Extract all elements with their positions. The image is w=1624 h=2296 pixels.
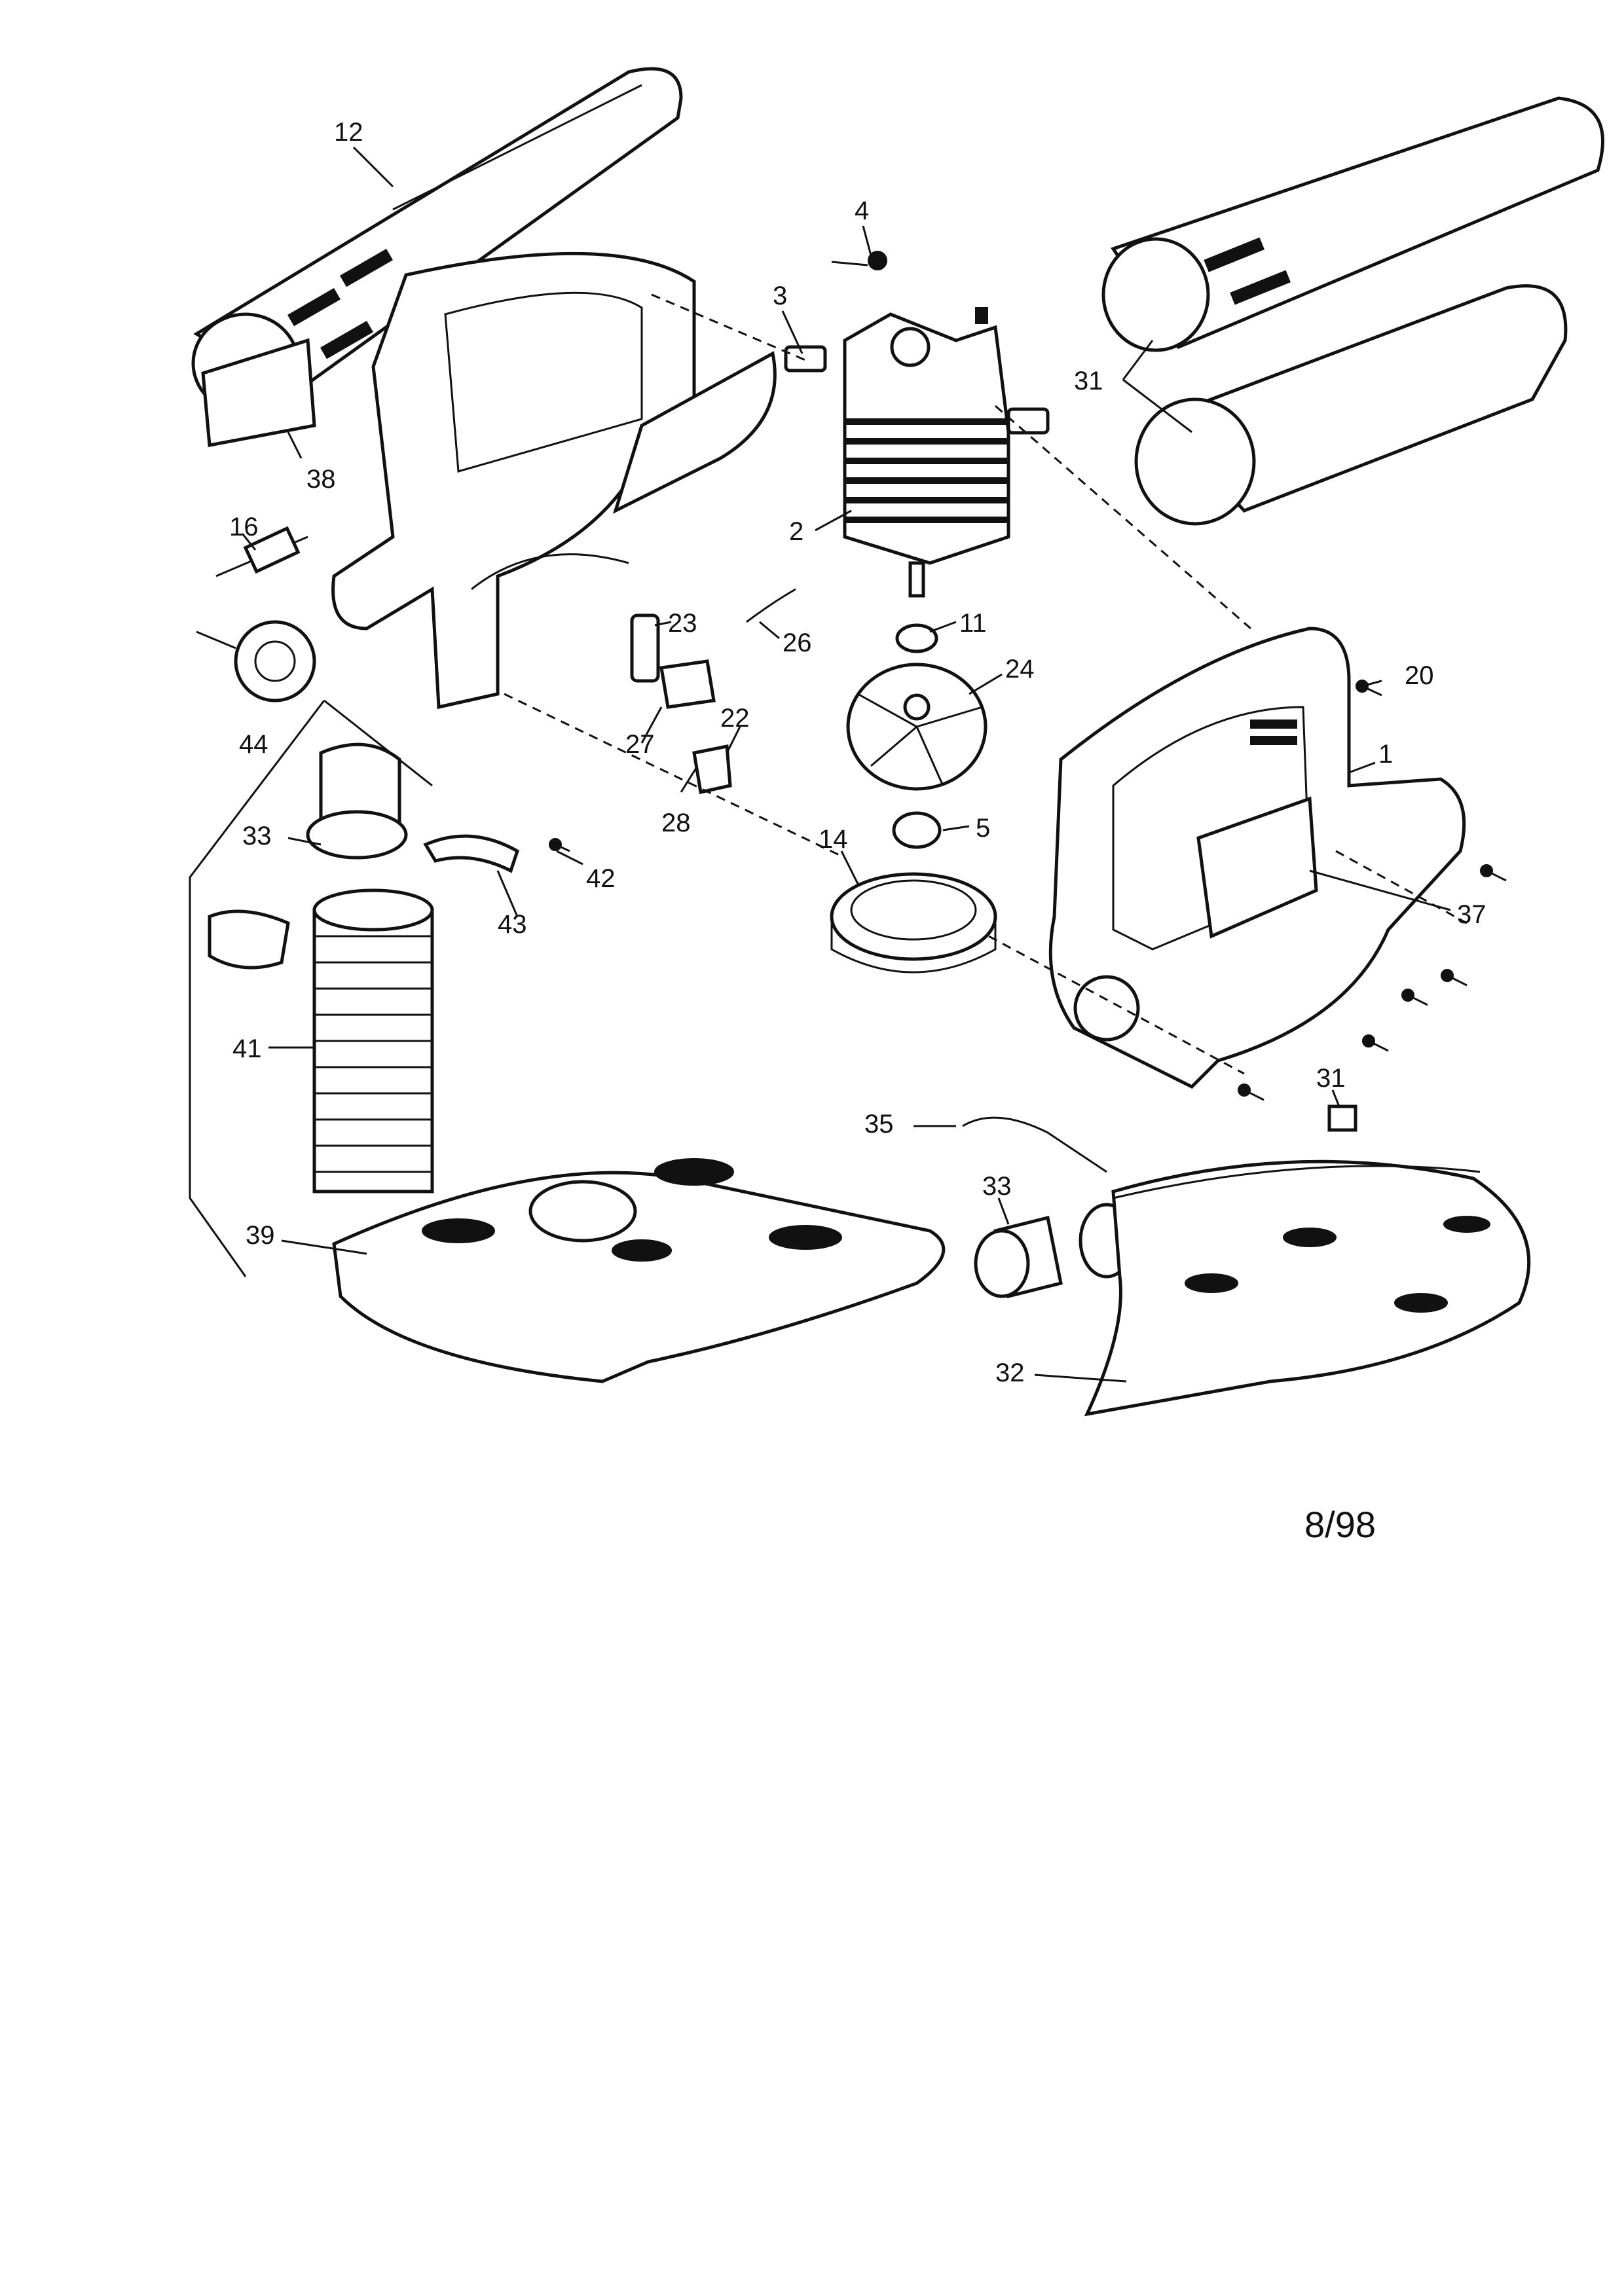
callout-33-left: 33 [242, 822, 272, 850]
collection-bag-part [1084, 1159, 1531, 1417]
callout-2: 2 [789, 517, 803, 546]
fan-nut-part [892, 811, 942, 849]
callout-33-bag: 33 [982, 1172, 1012, 1201]
callout-25: 24 [1005, 655, 1035, 683]
callout-3: 3 [773, 282, 787, 310]
clamp-part [423, 834, 520, 873]
strap-part [962, 1116, 1107, 1173]
date-code: 8/98 [1304, 1504, 1376, 1545]
callout-42: 42 [586, 864, 616, 893]
leader-lines [241, 146, 1451, 1383]
left-housing-part [331, 251, 777, 710]
right-housing-part [1048, 627, 1466, 1089]
small-label-part [1327, 1104, 1357, 1132]
assembly-lines [504, 293, 1467, 1075]
vacuum-nozzle-part [306, 742, 408, 860]
callout-43: 43 [498, 910, 527, 939]
fan-impeller-part [846, 663, 987, 791]
callout-44: 44 [239, 730, 268, 759]
callout-38: 38 [306, 465, 336, 494]
cord-connector-part [196, 526, 316, 702]
clamp-part-2 [208, 909, 290, 970]
callout-23: 23 [668, 609, 697, 638]
callout-14: 14 [819, 825, 848, 854]
switch-part [630, 613, 660, 683]
label-plate-part [201, 338, 316, 447]
callout-32: 32 [995, 1358, 1025, 1387]
vacuum-tubes-part [1101, 96, 1604, 526]
callout-labels: 12 4 3 2 11 24 5 14 23 26 22 27 28 20 1 … [229, 118, 1486, 1387]
fan-cover-part [830, 872, 997, 974]
callout-26: 27 [625, 730, 655, 759]
callout-37: 37 [1457, 900, 1486, 929]
callout-31: 31 [1316, 1064, 1346, 1093]
callout-1: 1 [1378, 740, 1393, 769]
callout-39: 39 [246, 1221, 275, 1250]
callout-41: 41 [232, 1034, 262, 1063]
callout-11: 11 [959, 609, 987, 638]
callout-24: 26 [783, 629, 812, 657]
shoulder-bag-part [332, 1158, 946, 1383]
motor-brush-left [784, 345, 827, 373]
motor-part [843, 312, 1010, 598]
callout-20: 20 [1405, 661, 1434, 690]
callout-16: 16 [229, 513, 259, 541]
motor-brush-right [1006, 407, 1050, 435]
callout-35: 35 [864, 1110, 894, 1139]
nut-part [895, 623, 938, 653]
callout-28: 31 [1074, 367, 1103, 395]
brush-spring [868, 251, 887, 270]
vacuum-hose-part [312, 888, 434, 1194]
bag-nozzle-part [974, 1203, 1135, 1299]
callout-27: 28 [661, 809, 691, 837]
callout-12: 12 [334, 118, 363, 147]
callout-5: 5 [976, 814, 990, 843]
screws [549, 680, 1507, 1101]
callout-4: 4 [855, 196, 869, 225]
callout-22: 22 [720, 704, 750, 733]
